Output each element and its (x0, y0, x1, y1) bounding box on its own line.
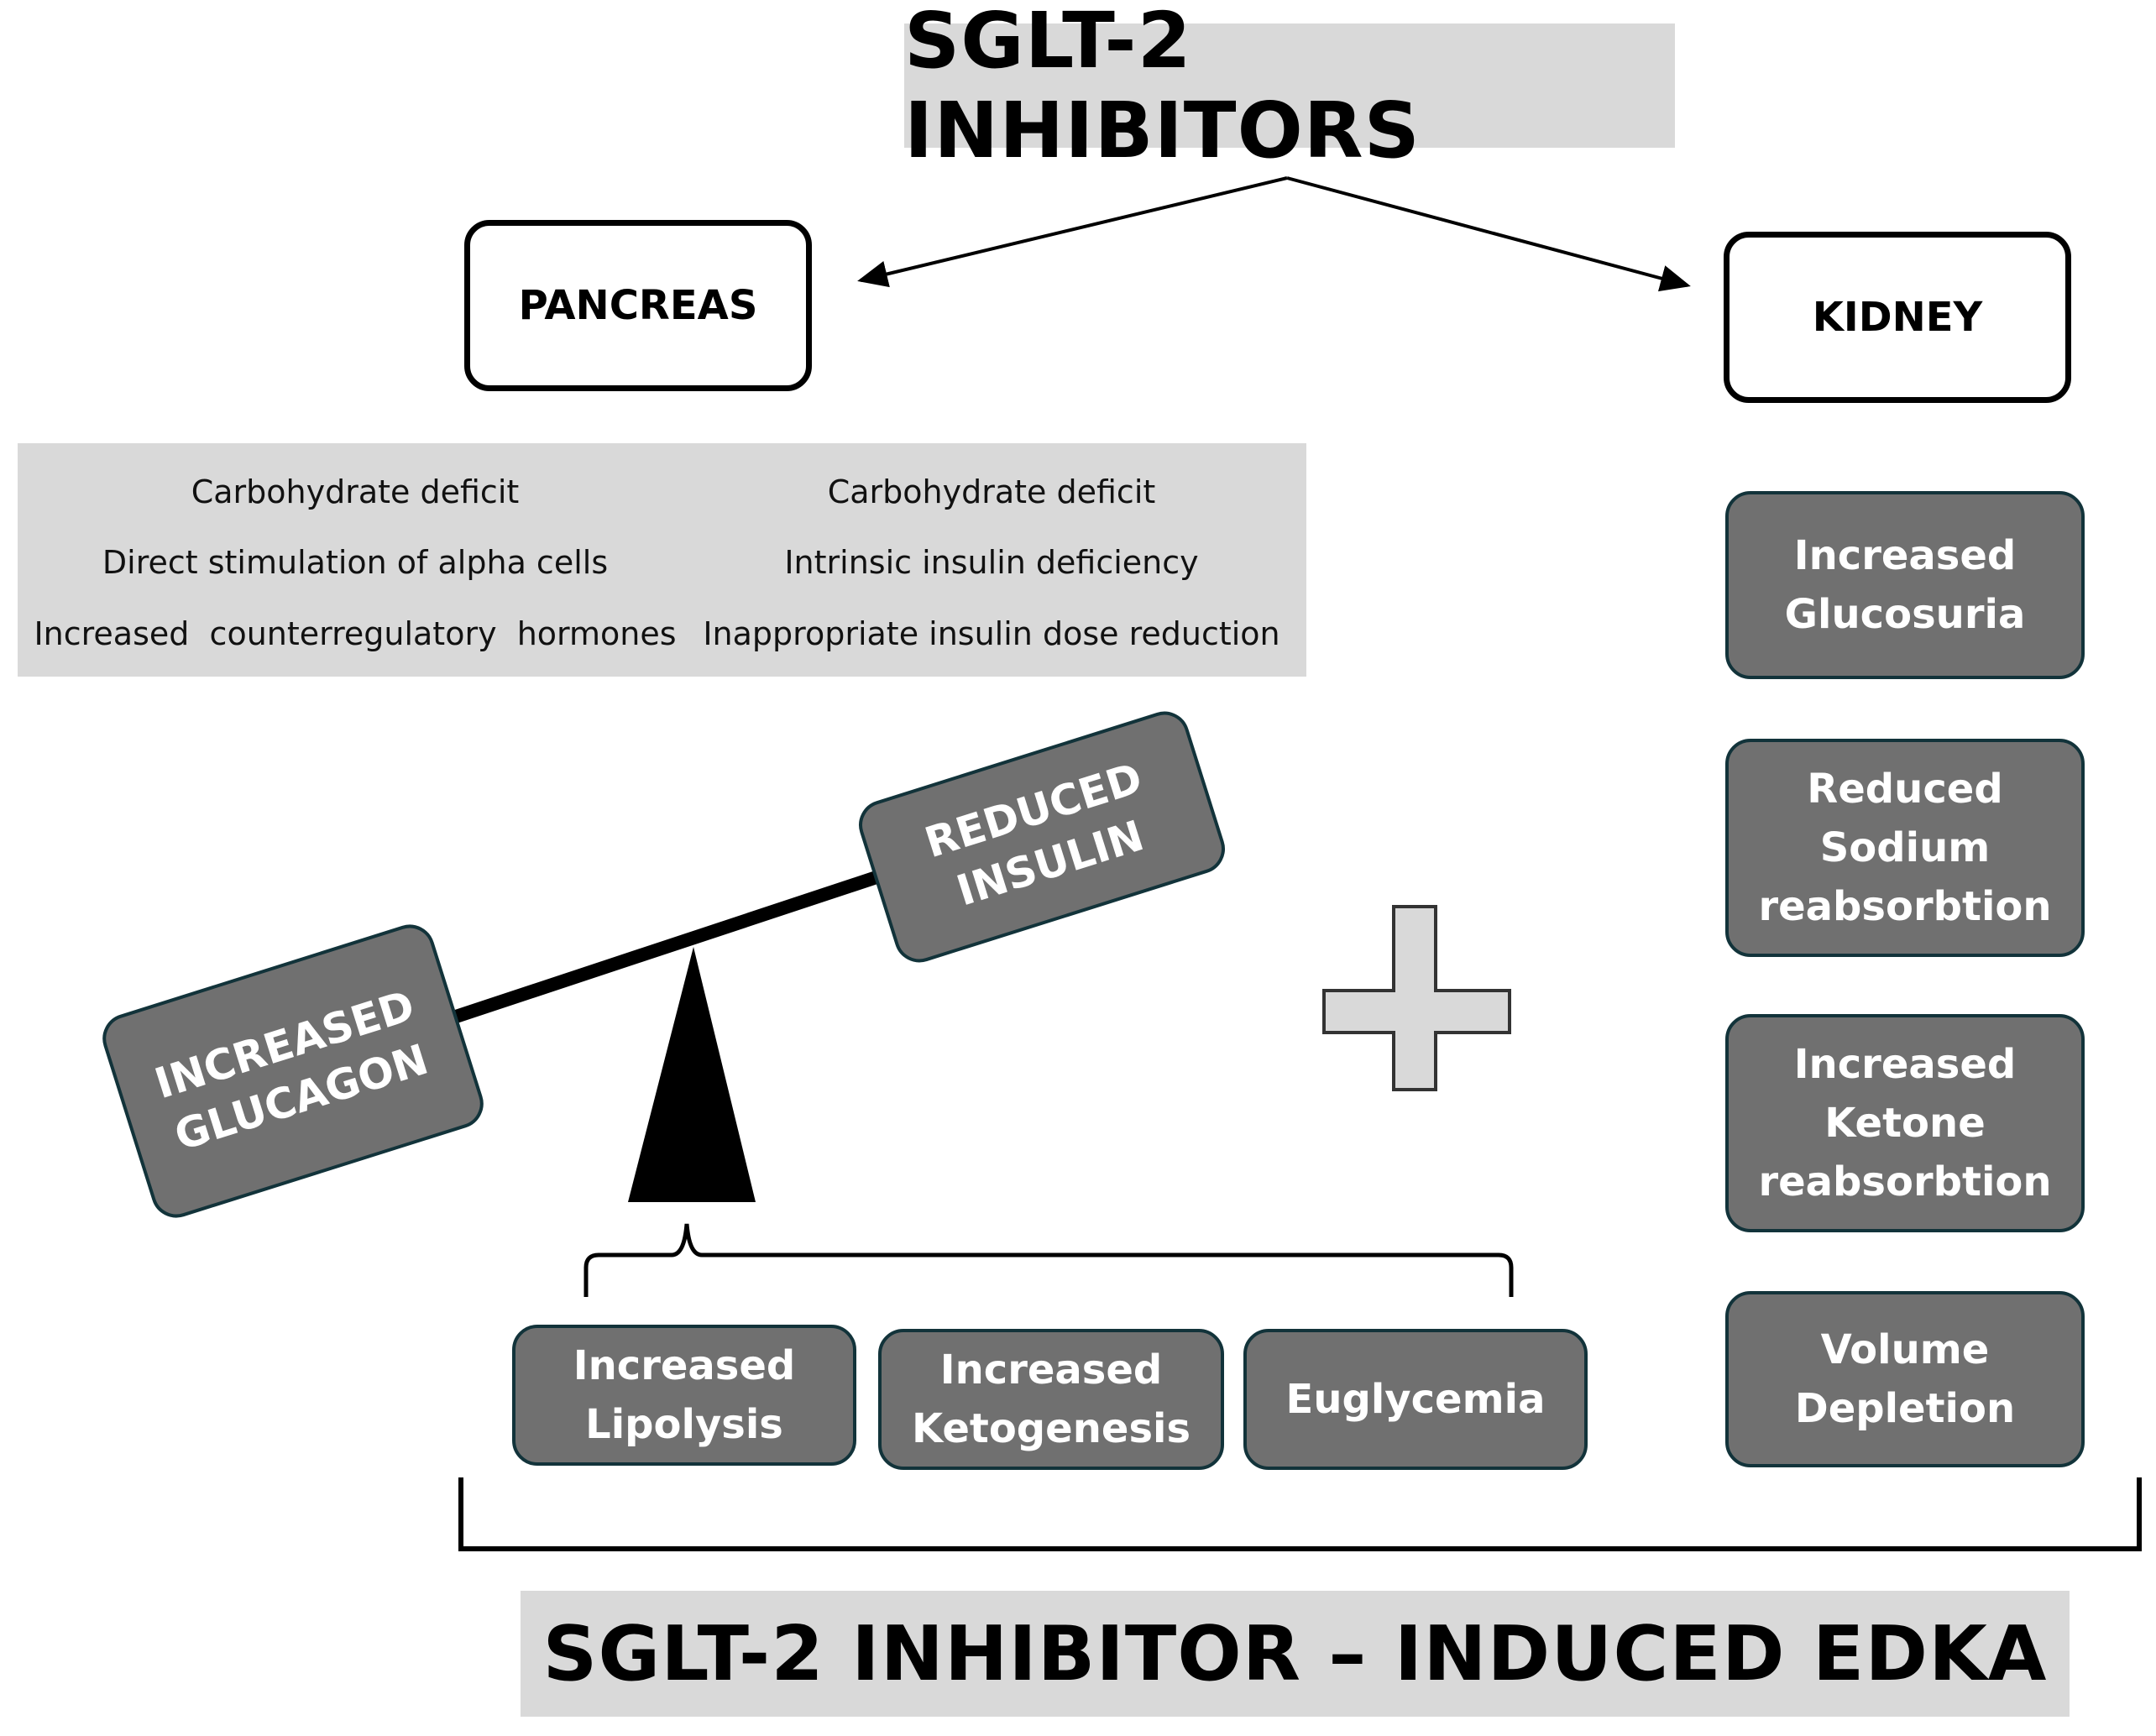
kidney-effect-line: reabsorbtion (1758, 883, 2052, 930)
outcome-line: Increased (573, 1342, 796, 1389)
kidney-effect-line: Depletion (1794, 1385, 2016, 1432)
kidney-effect-line: Increased (1793, 532, 2017, 579)
plus-icon (1322, 905, 1511, 1091)
pancreas-label: PANCREAS (518, 282, 758, 329)
outcome-euglycemia: Euglycemia (1243, 1329, 1588, 1470)
kidney-effect-line: reabsorbtion (1758, 1158, 2052, 1205)
glucagon-cause-1: Carbohydrate deficit (191, 473, 520, 510)
kidney-effect-glucosuria: Increased Glucosuria (1725, 491, 2085, 679)
pancreas-causes-panel: Carbohydrate deficit Direct stimulation … (18, 443, 1306, 677)
kidney-label: KIDNEY (1812, 294, 1983, 341)
kidney-effect-line: Reduced (1807, 766, 2003, 813)
glucagon-cause-3: Increased counterregulatory hormones (34, 615, 677, 652)
kidney-effect-sodium: Reduced Sodium reabsorbtion (1725, 739, 2085, 957)
insulin-cause-1: Carbohydrate deficit (827, 473, 1156, 510)
outcome-line: Increased (939, 1346, 1163, 1394)
outcome-line: Ketogenesis (911, 1405, 1191, 1452)
result-banner: SGLT-2 INHIBITOR – INDUCED EDKA (521, 1591, 2070, 1717)
outcome-line: Euglycemia (1285, 1376, 1546, 1423)
kidney-effect-line: Glucosuria (1784, 591, 2026, 638)
kidney-effect-line: Ketone (1824, 1100, 1986, 1147)
outcome-ketogenesis: Increased Ketogenesis (878, 1329, 1224, 1470)
kidney-effect-line: Sodium (1819, 824, 1991, 871)
insulin-cause-2: Intrinsic insulin deficiency (784, 544, 1199, 581)
outcome-lipolysis: Increased Lipolysis (512, 1325, 856, 1466)
seesaw-beam (451, 869, 884, 1024)
kidney-effect-ketone: Increased Ketone reabsorbtion (1725, 1014, 2085, 1232)
outcome-line: Lipolysis (585, 1401, 783, 1448)
arrow-to-pancreas (857, 176, 1288, 288)
kidney-effect-line: Increased (1793, 1041, 2017, 1088)
title-banner: SGLT-2 INHIBITORS (904, 0, 1675, 175)
kidney-effect-line: Volume (1820, 1326, 1990, 1373)
title-text: SGLT-2 INHIBITORS (904, 0, 1421, 175)
kidney-box: KIDNEY (1724, 232, 2071, 403)
arrow-to-kidney (1286, 176, 1691, 292)
outcome-bracket (583, 1223, 1514, 1297)
kidney-effect-volume: Volume Depletion (1725, 1291, 2085, 1467)
insulin-cause-3: Inappropriate insulin dose reduction (703, 615, 1280, 652)
result-bracket (458, 1477, 2142, 1551)
seesaw-fulcrum (628, 947, 756, 1202)
glucagon-cause-2: Direct stimulation of alpha cells (102, 544, 609, 581)
pancreas-box: PANCREAS (464, 220, 812, 391)
result-text: SGLT-2 INHIBITOR – INDUCED EDKA (542, 1609, 2048, 1698)
